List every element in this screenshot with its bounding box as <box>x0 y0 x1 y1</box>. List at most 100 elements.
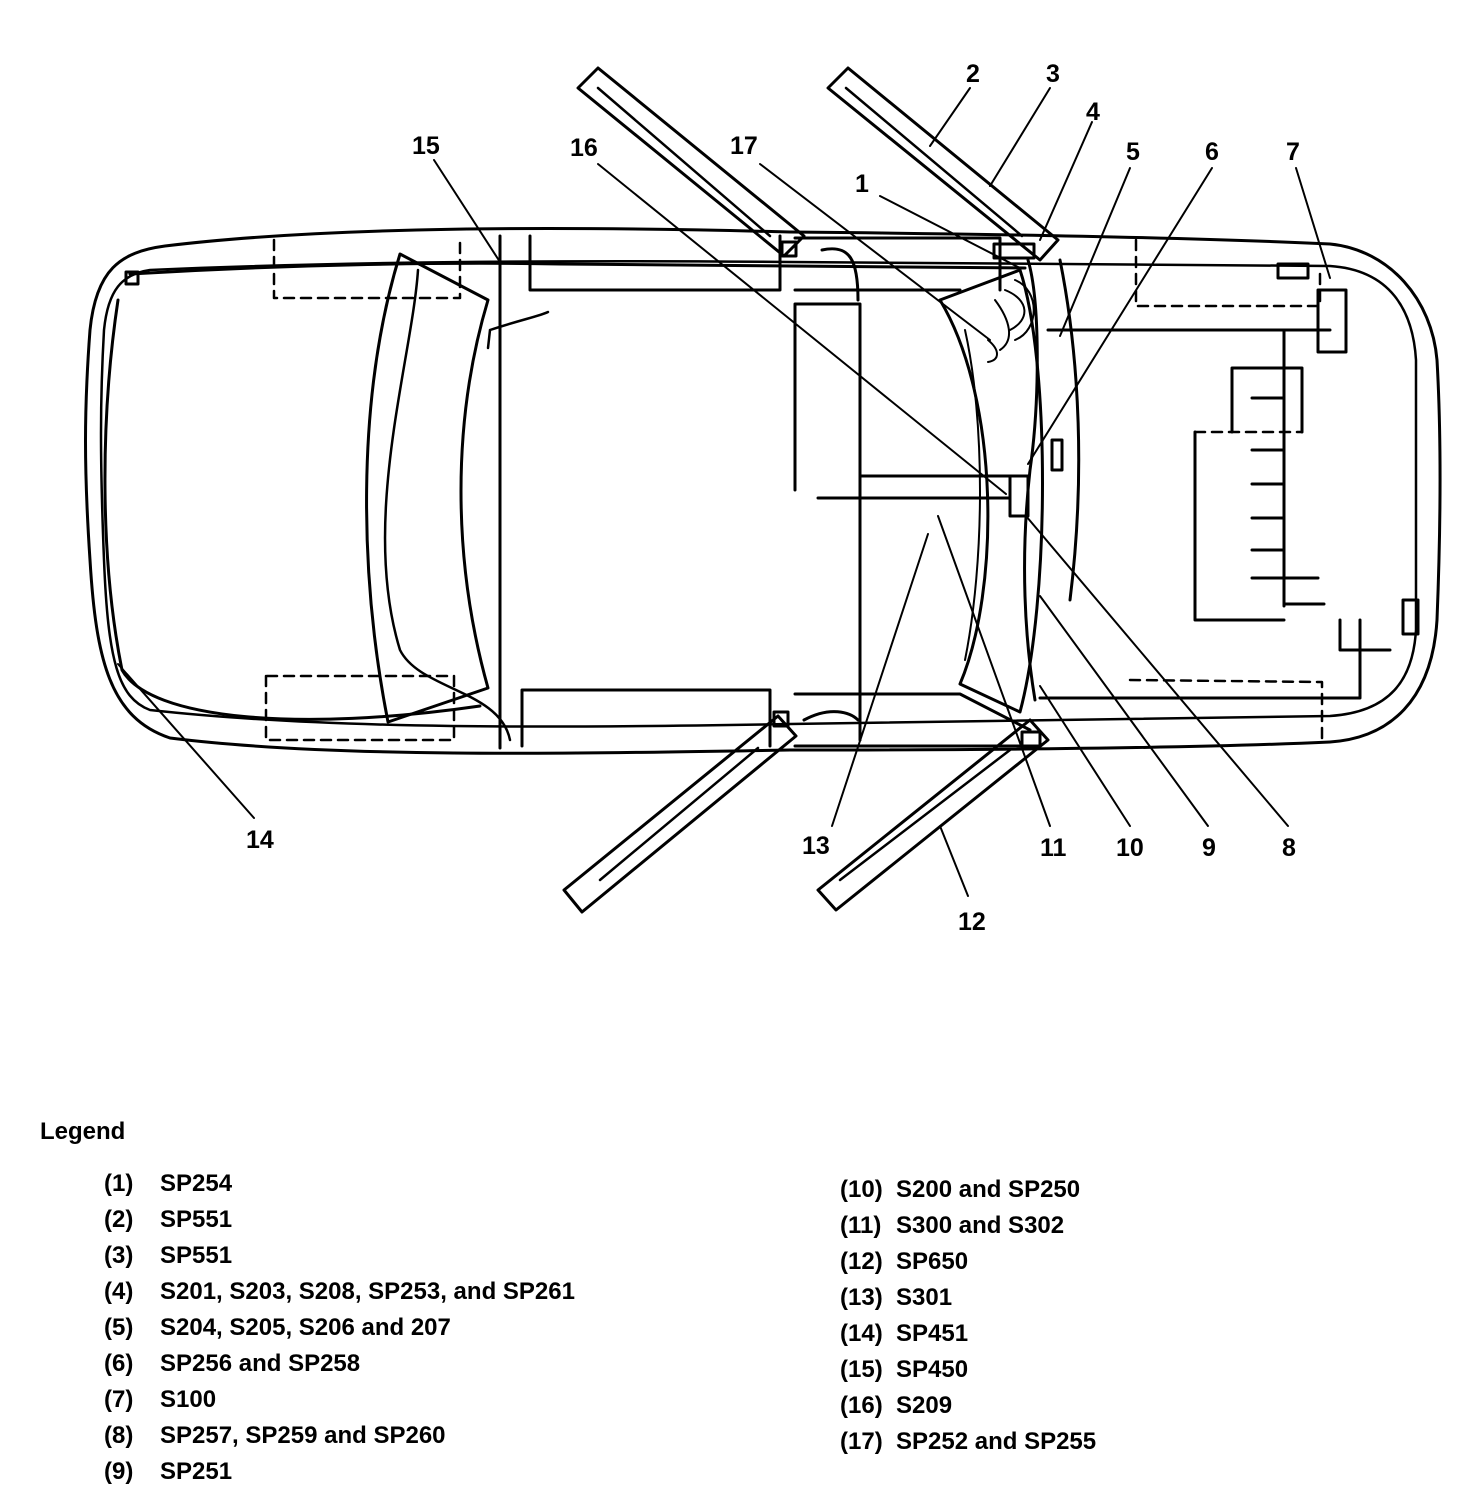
legend-item: (11) S300 and S302 <box>840 1208 1096 1244</box>
legend-item: (9)SP251 <box>104 1454 575 1490</box>
leader-11 <box>937 515 1051 827</box>
leader-16 <box>597 163 1007 495</box>
legend-text: SP451 <box>896 1320 969 1347</box>
engine-box-top <box>1134 238 1322 308</box>
legend-item: (10) S200 and SP250 <box>840 1172 1096 1208</box>
legend-number: (1) <box>104 1170 134 1197</box>
legend-number: (14) <box>840 1320 883 1347</box>
legend-text: SP254 <box>160 1170 233 1197</box>
legend-text: S100 <box>160 1386 217 1413</box>
leader-14 <box>117 663 255 819</box>
legend-text: S201, S203, S208, SP253, and SP261 <box>160 1278 575 1305</box>
callout-9: 9 <box>1202 834 1216 862</box>
legend-item: (16) S209 <box>840 1388 1096 1424</box>
front-harness <box>1008 258 1081 702</box>
connector-fl <box>992 242 1036 260</box>
car-inner-outline <box>99 260 1418 728</box>
vehicle-harness-diagram: 1 2 3 4 5 6 7 8 9 10 11 12 13 14 15 16 1… <box>84 60 1442 936</box>
callout-16: 16 <box>570 134 598 162</box>
leader-7 <box>1295 167 1331 279</box>
legend-text: S204, S205, S206 and 207 <box>160 1314 451 1341</box>
door-rear-right <box>562 714 798 914</box>
leader-6 <box>1027 167 1213 465</box>
legend-item: (1) SP254 <box>104 1166 575 1202</box>
legend-text: SP650 <box>896 1248 969 1275</box>
legend-number: (11) <box>840 1212 882 1239</box>
legend-number: (7) <box>104 1386 134 1413</box>
callout-12: 12 <box>958 908 986 936</box>
door-frame-front-top <box>793 236 1002 292</box>
legend-item: (7) S100 <box>104 1382 575 1418</box>
connector-fr <box>1020 730 1042 748</box>
legend-item: (17)SP252 and SP255 <box>840 1424 1096 1460</box>
front-wire-bundle <box>987 279 1035 363</box>
car-body-outline <box>84 227 1442 755</box>
connector-s100 <box>1276 262 1310 280</box>
leader-9 <box>1039 595 1209 827</box>
door-rear-left-inner <box>596 86 772 238</box>
callout-8: 8 <box>1282 834 1296 862</box>
legend-text: SP252 and SP255 <box>896 1428 1097 1455</box>
legend-number: (8) <box>104 1422 134 1449</box>
legend-number: (16) <box>840 1392 883 1419</box>
legend-title: Legend <box>40 1118 126 1145</box>
callout-4: 4 <box>1086 98 1100 126</box>
legend-item: (4) S201, S203, S208, SP253, and SP261 <box>104 1274 575 1310</box>
rear-window-frame <box>365 252 490 724</box>
legend-item: (3) SP551 <box>104 1238 575 1274</box>
legend-number: (9) <box>104 1458 134 1485</box>
trunk-box-top <box>272 238 462 300</box>
legend-item: (12) SP650 <box>840 1244 1096 1280</box>
legend-item: (13) S301 <box>840 1280 1096 1316</box>
legend-text: S300 and S302 <box>896 1212 1065 1239</box>
leader-15 <box>433 159 501 263</box>
callout-5: 5 <box>1126 138 1140 166</box>
callout-17: 17 <box>730 132 758 160</box>
legend-number: (12) <box>840 1248 883 1275</box>
callout-7: 7 <box>1286 138 1300 166</box>
door-harness-front <box>802 247 860 722</box>
cabin-floor-left-bottom <box>520 688 772 748</box>
leader-3 <box>989 87 1051 187</box>
callout-13: 13 <box>802 832 830 860</box>
legend-text: SP551 <box>160 1242 233 1269</box>
legend-left-column: (1)SP254 (2)SP551 (3)SP551 (4)S201, S203… <box>104 1166 575 1490</box>
door-frame-front-bottom <box>793 692 1032 748</box>
legend-number: (13) <box>840 1284 883 1311</box>
legend-text: SP257, SP259 and SP260 <box>160 1422 446 1449</box>
cabin-divider <box>793 302 862 742</box>
legend-item: (14) SP451 <box>840 1316 1096 1352</box>
legend-number: (10) <box>840 1176 883 1203</box>
leader-5 <box>1059 167 1131 337</box>
legend-text: SP450 <box>896 1356 969 1383</box>
leader-17 <box>759 163 991 341</box>
door-front-right-inner <box>838 748 1012 882</box>
callout-15: 15 <box>412 132 440 160</box>
leader-2 <box>929 87 971 147</box>
windshield-inner <box>964 329 981 661</box>
legend-number: (3) <box>104 1242 134 1269</box>
callout-1: 1 <box>855 170 869 198</box>
connector-door-rr <box>772 710 790 728</box>
legend-text: SP551 <box>160 1206 233 1233</box>
connector-door-rl <box>780 240 798 258</box>
legend-text: S200 and SP250 <box>896 1176 1081 1203</box>
callout-6: 6 <box>1205 138 1219 166</box>
leader-8 <box>1025 515 1289 827</box>
legend-text: S209 <box>896 1392 953 1419</box>
door-front-left <box>826 66 1060 262</box>
leader-13 <box>831 533 929 827</box>
legend-number: (5) <box>104 1314 134 1341</box>
legend-number: (4) <box>104 1278 134 1305</box>
legend-text: S301 <box>896 1284 953 1311</box>
callout-2: 2 <box>966 60 980 88</box>
leader-12 <box>939 825 969 897</box>
door-front-right <box>816 718 1050 912</box>
callout-14: 14 <box>246 826 274 854</box>
leader-1 <box>879 195 1021 269</box>
legend-item: (8) SP257, SP259 and SP260 <box>104 1418 575 1454</box>
legend-text: SP256 and SP258 <box>160 1350 361 1377</box>
callout-3: 3 <box>1046 60 1060 88</box>
engine-harness-right <box>1038 598 1420 700</box>
legend-number: (15) <box>840 1356 883 1383</box>
